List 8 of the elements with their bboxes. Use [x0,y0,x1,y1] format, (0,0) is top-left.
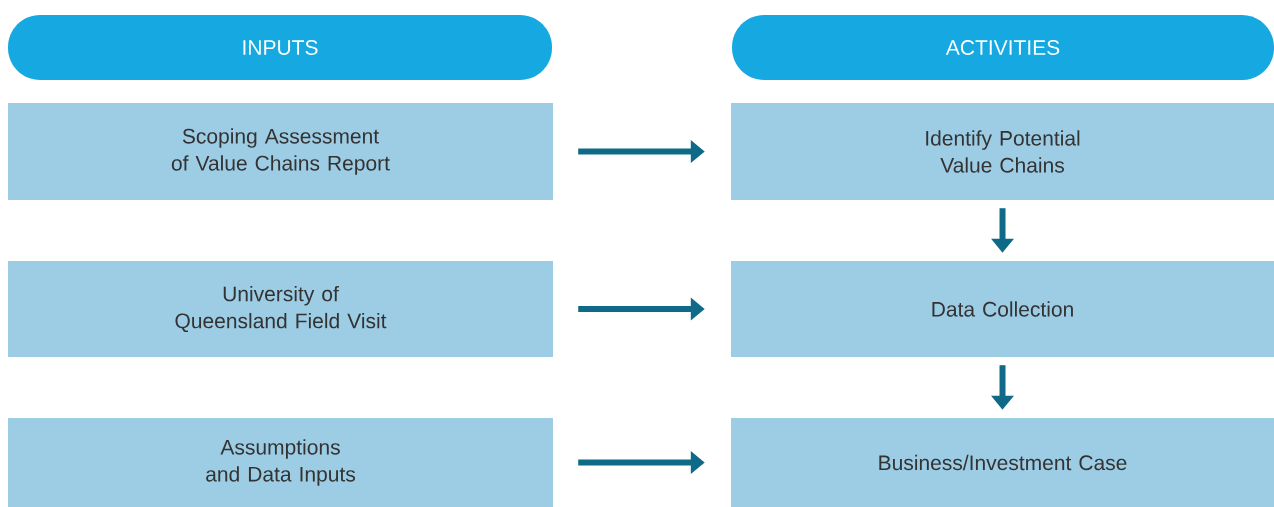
process-box: University of Queensland Field Visit [8,261,553,357]
header-pill: INPUTS [8,15,552,80]
header-pill: ACTIVITIES [732,15,1274,80]
process-box: Identify Potential Value Chains [731,103,1274,200]
process-box: Data Collection [731,261,1274,357]
process-box: Assumptions and Data Inputs [8,418,553,507]
process-box: Business/Investment Case [731,418,1274,507]
process-box: Scoping Assessment of Value Chains Report [8,103,553,200]
